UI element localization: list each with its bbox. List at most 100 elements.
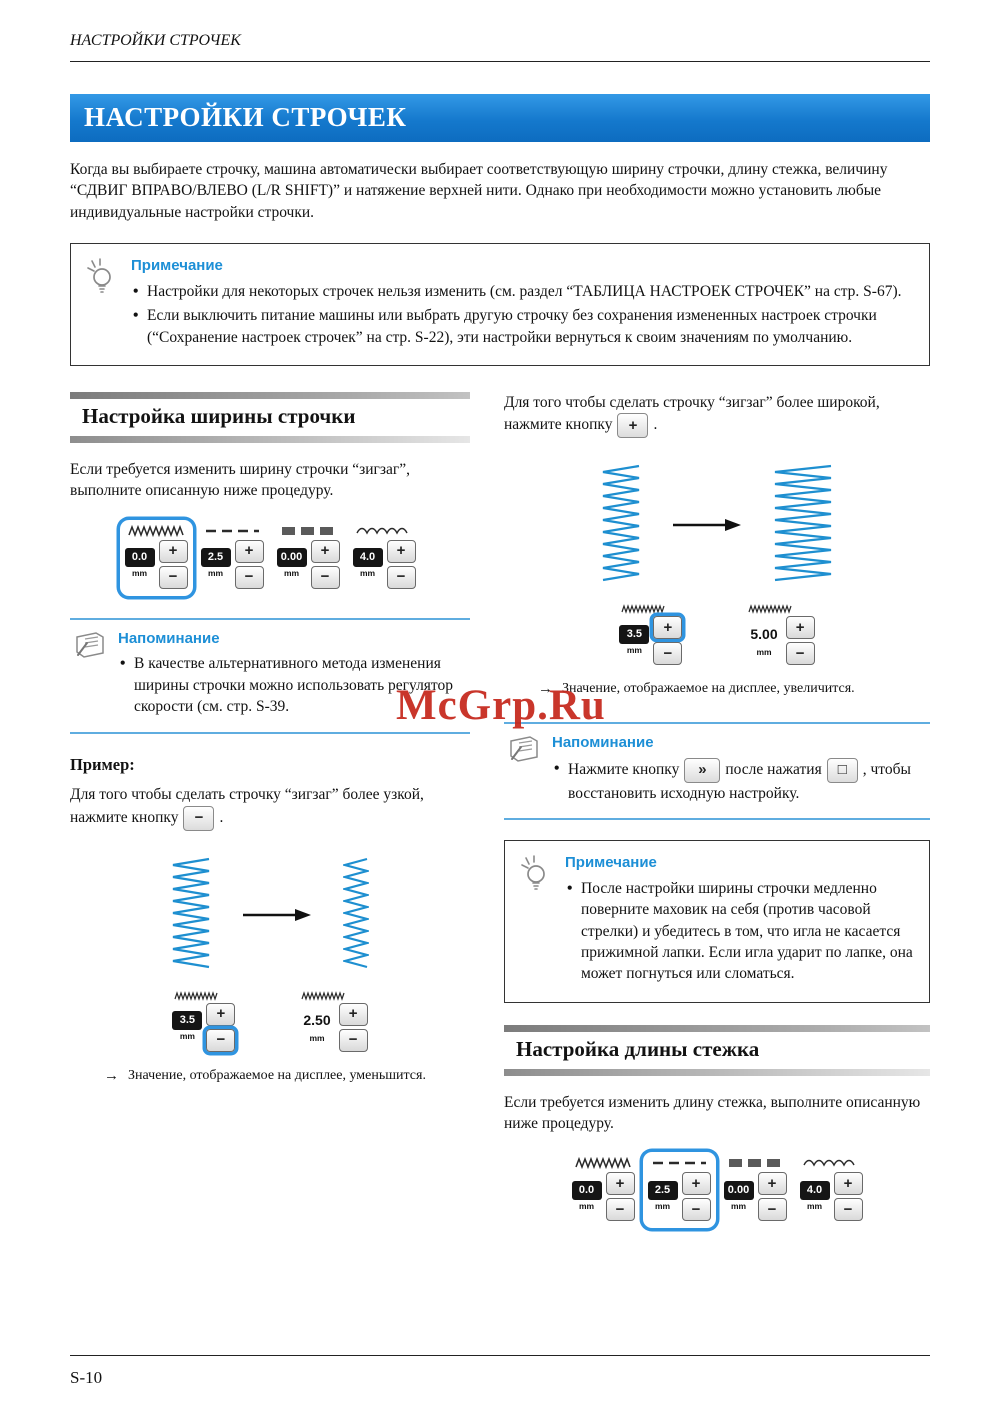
intro-paragraph: Когда вы выбираете строчку, машина автом…: [70, 161, 888, 221]
plus-button: +: [681, 1172, 711, 1196]
zigzag-dense-stitch-icon: [174, 990, 218, 1001]
length-intro-paragraph: Если требуется изменить длину стежка, вы…: [504, 1093, 921, 1133]
note-item: После настройки ширины строчки медленно …: [565, 878, 913, 985]
page-title-banner: НАСТРОЙКИ СТРОЧЕК: [70, 94, 930, 143]
running-header: НАСТРОЙКИ СТРОЧЕК: [70, 30, 930, 63]
value-display: 0.0 mm: [571, 1180, 602, 1213]
value-unit: mm: [756, 647, 772, 658]
tension-setting-group: 4.0 mm + −: [795, 1152, 868, 1228]
width-intro-paragraph: Если требуется изменить ширину строчки “…: [70, 460, 411, 500]
value-display: 2.5 mm: [200, 548, 231, 580]
arrow-icon: →: [538, 681, 553, 698]
shift-setting-group: 0.00 mm + −: [272, 520, 345, 596]
value-display: 0.00 mm: [723, 1180, 754, 1213]
value-display: 0.00 mm: [276, 548, 307, 580]
value-number: 5.00: [750, 625, 778, 642]
page-title: НАСТРОЙКИ СТРОЧЕК: [84, 102, 407, 133]
minus-button: −: [234, 565, 264, 589]
example-text-left: Для того чтобы сделать строчку “зигзаг” …: [70, 784, 470, 831]
value-unit: mm: [626, 645, 642, 656]
minus-button: −: [681, 1198, 711, 1222]
value-number: 2.50: [303, 1012, 331, 1029]
display-before: 3.5 mm + −: [619, 604, 683, 666]
value-display: 3.5 mm: [172, 1011, 203, 1043]
value-unit: mm: [359, 568, 376, 579]
result-note-right: → Значение, отображаемое на дисплее, уве…: [504, 679, 930, 700]
reminder-box-right: Напоминание Нажмите кнопку»после нажатия…: [504, 722, 930, 821]
value-unit: mm: [207, 568, 224, 579]
note-box-right: Примечание После настройки ширины строчк…: [504, 840, 930, 1003]
memo-icon: [506, 733, 542, 807]
note-box-top: Примечание Настройки для некоторых строч…: [70, 243, 930, 367]
display-after: 5.00 mm + −: [746, 604, 815, 666]
value-number: 0.00: [276, 548, 307, 568]
minus-button: −: [386, 565, 416, 589]
value-display: 5.00 mm: [746, 623, 781, 659]
zigzag-wide-graphic: [172, 857, 210, 968]
wave-stitch-icon: [803, 1160, 855, 1167]
width-setting-group: 0.0 mm + −: [567, 1152, 640, 1228]
lightbulb-icon: [517, 853, 553, 988]
value-unit: mm: [309, 1033, 325, 1044]
note-list: Настройки для некоторых строчек нельзя и…: [131, 281, 913, 348]
zigzag-dense-stitch-icon: [128, 524, 184, 537]
minus-button: −: [653, 642, 683, 666]
arrow-right-icon: [243, 908, 311, 921]
lightbulb-icon: [83, 256, 119, 351]
value-display: 2.5 mm: [647, 1180, 678, 1213]
zigzag-narrow-graphic: [343, 857, 369, 968]
plus-button: +: [605, 1172, 635, 1196]
tension-setting-group: 4.0 mm + −: [348, 520, 421, 596]
value-unit: mm: [730, 1201, 747, 1212]
length-setting-group: 2.5 mm + −: [196, 520, 269, 596]
block-stitch-icon: [282, 526, 333, 535]
left-column: Настройка ширины строчки Если требуется …: [70, 392, 470, 1108]
minus-key-icon: −: [183, 805, 215, 831]
plus-button-highlighted: +: [653, 616, 683, 640]
reminder-item: Нажмите кнопку»после нажатия□, чтобы вос…: [552, 757, 928, 804]
value-unit: mm: [179, 1031, 195, 1042]
zigzag-dense-stitch-icon: [748, 604, 792, 615]
minus-button-highlighted: −: [206, 1028, 236, 1052]
example-label: Пример:: [70, 754, 135, 774]
zigzag-narrow-graphic: [602, 465, 640, 582]
zigzag-dense-stitch-icon: [575, 1157, 631, 1170]
result-note-left: → Значение, отображаемое на дисплее, уме…: [70, 1066, 470, 1087]
value-number: 0.00: [723, 1180, 754, 1201]
section-header-width: Настройка ширины строчки: [70, 392, 470, 443]
memo-icon: [72, 629, 108, 721]
plus-button: +: [338, 1002, 368, 1026]
display-before: 3.5 mm + −: [172, 990, 236, 1052]
value-number: 2.5: [200, 548, 231, 568]
value-display: 4.0 mm: [799, 1180, 830, 1213]
value-display: 3.5 mm: [619, 624, 650, 657]
right-column: Для того чтобы сделать строчку “зигзаг” …: [504, 392, 930, 1250]
reminder-box-left: Напоминание В качестве альтернативного м…: [70, 617, 470, 734]
minus-button: −: [605, 1198, 635, 1222]
dashed-stitch-icon: [206, 529, 259, 533]
plus-button: +: [158, 539, 188, 563]
section-header-length: Настройка длины стежка: [504, 1024, 930, 1076]
stitch-key-icon: □: [826, 757, 858, 783]
stitch-settings-panel-length: 0.0 mm + − 2.5: [504, 1152, 930, 1228]
width-setting-group: 0.0 mm + −: [120, 520, 193, 596]
value-number: 3.5: [172, 1011, 203, 1031]
zigzag-wide-graphic: [774, 465, 832, 582]
zigzag-dense-stitch-icon: [621, 604, 665, 615]
block-stitch-icon: [729, 1159, 780, 1168]
value-number: 0.0: [571, 1180, 602, 1201]
note-item: Если выключить питание машины или выбрат…: [131, 305, 913, 348]
plus-button: +: [785, 616, 815, 640]
value-number: 4.0: [352, 548, 383, 568]
zigzag-illustration-wider: [504, 464, 930, 586]
plus-button: +: [206, 1002, 236, 1026]
value-number: 0.0: [124, 548, 155, 568]
page-footer: S-10: [70, 1354, 930, 1389]
value-unit: mm: [654, 1201, 671, 1212]
plus-button: +: [234, 539, 264, 563]
reset-key-icon: »: [684, 757, 721, 783]
value-unit: mm: [131, 568, 148, 579]
plus-button: +: [386, 539, 416, 563]
value-display: 2.50 mm: [299, 1009, 334, 1045]
value-number: 4.0: [799, 1180, 830, 1201]
